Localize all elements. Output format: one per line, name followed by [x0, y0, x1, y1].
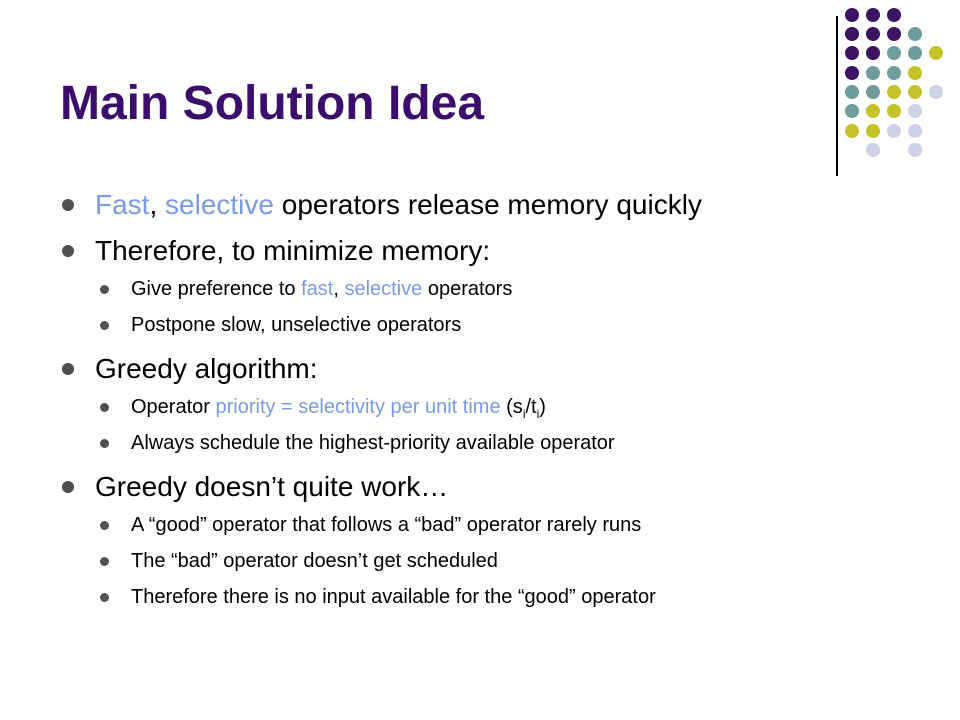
decorative-dot-icon — [887, 85, 901, 99]
decorative-dot-icon — [908, 85, 922, 99]
bullet-text: , — [149, 189, 166, 220]
decorative-dot-icon — [845, 27, 859, 41]
bullet-text: ) — [539, 396, 546, 418]
bullet-item: Fast, selective operators release memory… — [60, 185, 940, 225]
bullet-item: Therefore, to minimize memory: — [60, 231, 940, 271]
highlighted-text: Fast — [95, 189, 150, 220]
decorative-dot-icon — [866, 27, 880, 41]
bullet-dot-icon — [100, 403, 109, 412]
decorative-dot-icon — [887, 46, 901, 60]
highlighted-text: priority = selectivity per unit time — [215, 396, 501, 418]
bullet-dot-icon — [100, 557, 109, 566]
decorative-dot-icon — [866, 143, 880, 157]
decorative-dot-icon — [845, 46, 859, 60]
sub-bullet-item: Postpone slow, unselective operators — [60, 307, 940, 343]
bullet-dot-icon — [62, 199, 74, 211]
bullet-text: Operator — [131, 396, 216, 418]
decorative-dot-icon — [908, 66, 922, 80]
decorative-dot-icon — [845, 8, 859, 22]
bullet-text: Always schedule the highest-priority ava… — [131, 432, 615, 454]
bullet-text: Greedy algorithm: — [95, 353, 318, 384]
sub-bullet-item: Operator priority = selectivity per unit… — [60, 389, 940, 425]
bullet-text: operators — [422, 278, 513, 300]
subscript-text: i — [522, 407, 526, 421]
bullet-text: operators release memory quickly — [273, 189, 702, 220]
bullet-text: Greedy doesn’t quite work… — [95, 471, 449, 502]
decorative-dot-icon — [845, 124, 859, 138]
bullet-text: Give preference to — [131, 278, 302, 300]
decorative-dot-icon — [887, 104, 901, 118]
bullet-item: Greedy doesn’t quite work… — [60, 467, 940, 507]
bullet-dot-icon — [100, 521, 109, 530]
bullet-dot-icon — [62, 481, 74, 493]
bullet-text: /t — [525, 396, 537, 418]
subscript-text: i — [536, 407, 540, 421]
sub-bullet-item: A “good” operator that follows a “bad” o… — [60, 507, 940, 543]
decorative-dot-icon — [866, 124, 880, 138]
decorative-dot-icon — [887, 66, 901, 80]
bullet-text: A “good” operator that follows a “bad” o… — [131, 514, 642, 536]
bullet-text: Postpone slow, unselective operators — [131, 314, 462, 336]
highlighted-text: selective — [165, 189, 274, 220]
decorative-dot-grid — [0, 0, 960, 200]
bullet-text: Therefore, to minimize memory: — [95, 235, 491, 266]
decorative-dot-icon — [887, 27, 901, 41]
slide-title: Main Solution Idea — [60, 77, 485, 130]
decorative-dot-icon — [908, 27, 922, 41]
sub-bullet-item: The “bad” operator doesn’t get scheduled — [60, 543, 940, 579]
decorative-dot-icon — [908, 46, 922, 60]
decorative-dot-icon — [887, 124, 901, 138]
decorative-dot-icon — [887, 8, 901, 22]
highlighted-text: selective — [344, 278, 423, 300]
bullet-item: Greedy algorithm: — [60, 349, 940, 389]
bullet-text: , — [333, 278, 345, 300]
decorative-dot-icon — [866, 85, 880, 99]
sub-bullet-item: Always schedule the highest-priority ava… — [60, 425, 940, 461]
bullet-dot-icon — [100, 321, 109, 330]
bullet-text: (s — [500, 396, 523, 418]
bullet-dot-icon — [62, 245, 74, 257]
bullet-dot-icon — [100, 593, 109, 602]
decorative-dot-icon — [845, 66, 859, 80]
bullet-dot-icon — [100, 439, 109, 448]
decorative-dot-icon — [866, 104, 880, 118]
decorative-dot-icon — [866, 66, 880, 80]
sub-bullet-item: Give preference to fast, selective opera… — [60, 271, 940, 307]
decorative-dot-icon — [908, 124, 922, 138]
bullet-dot-icon — [100, 285, 109, 294]
sub-bullet-item: Therefore there is no input available fo… — [60, 579, 940, 615]
decorative-dot-icon — [908, 143, 922, 157]
decorative-dot-icon — [845, 104, 859, 118]
decorative-dot-icon — [866, 46, 880, 60]
bullet-text: Therefore there is no input available fo… — [131, 586, 656, 608]
bullet-dot-icon — [62, 363, 74, 375]
decorative-dot-icon — [866, 8, 880, 22]
decorative-dot-icon — [929, 85, 943, 99]
highlighted-text: fast — [301, 278, 334, 300]
decorative-vertical-line — [836, 16, 838, 176]
bullet-text: The “bad” operator doesn’t get scheduled — [131, 550, 498, 572]
decorative-dot-icon — [845, 85, 859, 99]
bullet-list: Fast, selective operators release memory… — [60, 185, 940, 615]
decorative-dot-icon — [908, 104, 922, 118]
decorative-dot-icon — [929, 46, 943, 60]
